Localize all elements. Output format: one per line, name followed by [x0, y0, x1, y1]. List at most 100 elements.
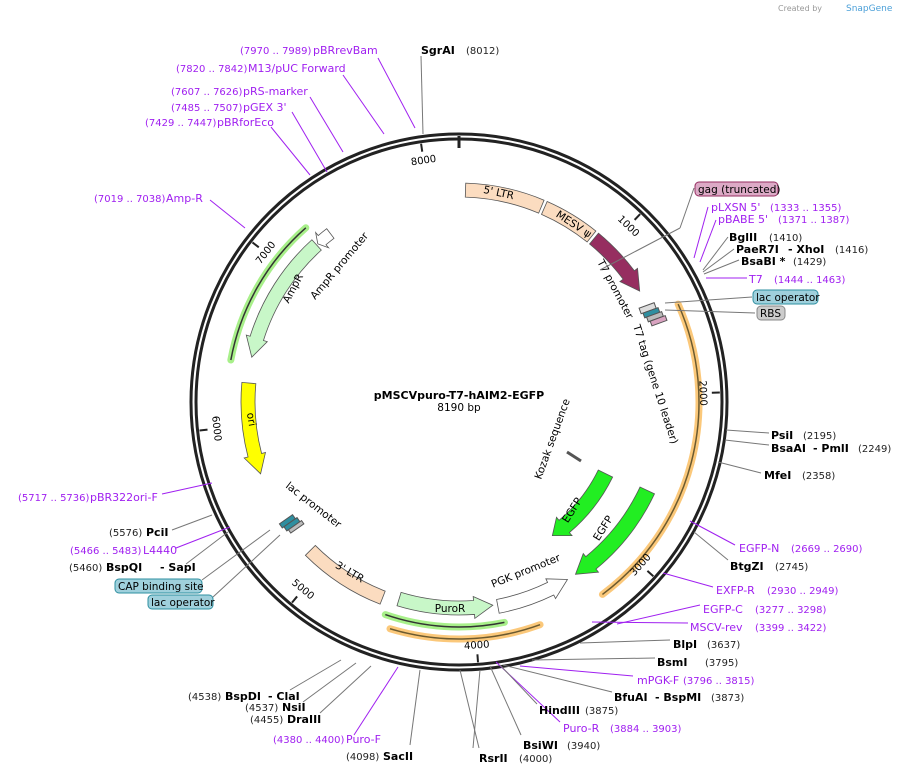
- gag-box[interactable]: [694, 181, 779, 197]
- primer-prs-marker[interactable]: pRS-marker: [243, 85, 308, 98]
- tick-label: 2000: [696, 380, 708, 406]
- site-bsabi[interactable]: BsaBI *: [741, 255, 786, 268]
- primer-puro-f[interactable]: Puro-F: [346, 733, 381, 746]
- site-sgrai[interactable]: SgrAI: [421, 44, 455, 57]
- label-kozak: Kozak sequence: [533, 397, 573, 481]
- site-pos: (4000): [519, 754, 552, 765]
- credit-text: Created by: [778, 4, 822, 13]
- primer-plxsn5[interactable]: pLXSN 5': [711, 201, 760, 214]
- lac-operator-box[interactable]: [752, 289, 819, 305]
- label-t7-tag: T7 tag (gene 10 leader): [630, 322, 680, 445]
- site-draiii[interactable]: DraIII: [287, 713, 321, 726]
- primer-amp-r[interactable]: Amp-R: [166, 192, 203, 205]
- feature-ampr-promoter[interactable]: [314, 228, 335, 249]
- tick-mark: [476, 654, 480, 663]
- plasmid-name: pMSCVpuro-T7-hAIM2-EGFP: [374, 389, 544, 402]
- feature-ampr[interactable]: [245, 239, 322, 358]
- t7-elements: [638, 302, 668, 327]
- primer-range: (1333 .. 1355): [770, 203, 842, 214]
- primer-pbr322ori-f[interactable]: pBR322ori-F: [90, 491, 158, 504]
- site-btgzi[interactable]: BtgZI: [730, 560, 764, 573]
- site-bglii[interactable]: BglII: [729, 231, 757, 244]
- site-pos: (3940): [567, 741, 600, 752]
- orf-arc: [601, 303, 700, 596]
- site-pcii[interactable]: PciI: [146, 526, 168, 539]
- orf-arc: [389, 624, 541, 640]
- primer-range: (7607 .. 7626): [171, 87, 243, 98]
- features-layer: [227, 182, 703, 643]
- feature-3-ltr[interactable]: [304, 544, 386, 605]
- lac-operator-left-label: lac operator: [151, 597, 215, 609]
- site-bsiwi[interactable]: BsiWI: [523, 739, 558, 752]
- site-paer7i[interactable]: PaeR7I: [736, 243, 779, 256]
- snapgene-logo: SnapGene: [846, 4, 893, 14]
- primer-m13-puc-forward[interactable]: M13/pUC Forward: [248, 62, 346, 75]
- site-pos: (1429): [793, 257, 826, 268]
- feature-mesv-[interactable]: [540, 200, 597, 243]
- orf-arc-glow: [598, 300, 703, 598]
- primer-pbabe5[interactable]: pBABE 5': [718, 213, 768, 226]
- leader-lines: [161, 55, 770, 749]
- site-bspdi[interactable]: BspDI: [225, 690, 261, 703]
- primer-range: (5466 .. 5483): [70, 546, 142, 557]
- site-bsaai[interactable]: BsaAI: [771, 442, 806, 455]
- cap-binding-site-label: CAP binding site: [118, 581, 204, 593]
- primer-range: (2669 .. 2690): [791, 544, 863, 555]
- feature-5-ltr[interactable]: [464, 182, 545, 214]
- tick-mark: [420, 143, 424, 152]
- site-pos: (3875): [585, 706, 618, 717]
- site-hindiii[interactable]: HindIII: [539, 704, 580, 717]
- site-rsrii[interactable]: RsrII: [479, 752, 508, 765]
- gag-label: gag (truncated): [698, 184, 781, 196]
- site-pos: (3637): [707, 640, 740, 651]
- cap-binding-site-box[interactable]: [114, 578, 203, 594]
- site-pos: (3795): [705, 658, 738, 669]
- lac-operator-left-box[interactable]: [147, 594, 214, 610]
- primer-exfp-r[interactable]: EXFP-R: [716, 584, 755, 597]
- feature-pgk-promoter[interactable]: [496, 578, 569, 614]
- site-mfei[interactable]: MfeI: [764, 469, 791, 482]
- primer-egfp-c[interactable]: EGFP-C: [703, 603, 743, 616]
- primer-pbrforeco[interactable]: pBRforEco: [217, 116, 274, 129]
- primer-range: (5717 .. 5736): [18, 493, 90, 504]
- site-clai[interactable]: - ClaI: [268, 690, 300, 703]
- tick-mark: [646, 570, 655, 577]
- primer-pbrrevbam[interactable]: pBRrevBam: [313, 44, 378, 57]
- primer-range: (4380 .. 4400): [273, 735, 345, 746]
- primer-mpgk-f[interactable]: mPGK-F: [637, 674, 679, 687]
- primer-egfp-n[interactable]: EGFP-N: [739, 542, 779, 555]
- site-sacii[interactable]: SacII: [383, 750, 413, 763]
- primer-t7[interactable]: T7: [748, 273, 763, 286]
- site-xhoi[interactable]: - XhoI: [788, 243, 824, 256]
- primer-pgex3[interactable]: pGEX 3': [243, 101, 287, 114]
- tick-label: 8000: [410, 154, 437, 169]
- site-sapi[interactable]: - SapI: [160, 561, 196, 574]
- feature-egfp[interactable]: [551, 469, 614, 537]
- feature-egfp[interactable]: [574, 486, 656, 575]
- primer-l4440[interactable]: L4440: [143, 544, 177, 557]
- kozak-mark: [566, 450, 582, 463]
- tick-mark: [251, 241, 260, 249]
- site-pos: (2745): [775, 562, 808, 573]
- site-bspqi[interactable]: BspQI: [106, 561, 142, 574]
- site-blpi[interactable]: BlpI: [673, 638, 697, 651]
- feature-puror[interactable]: [396, 591, 494, 620]
- site-bfuai[interactable]: BfuAI: [614, 691, 648, 704]
- rbs-box[interactable]: [756, 305, 786, 321]
- site-pmli[interactable]: - PmlI: [813, 442, 849, 455]
- tick-mark: [291, 595, 298, 604]
- site-bspmi[interactable]: - BspMI: [655, 691, 701, 704]
- orf-arc: [385, 613, 505, 628]
- site-pos: (1410): [769, 233, 802, 244]
- primer-range: (1444 .. 1463): [774, 275, 846, 286]
- backbone-outer: [189, 132, 729, 672]
- primer-mscv-rev[interactable]: MSCV-rev: [690, 621, 743, 634]
- tick-label: 6000: [209, 415, 223, 442]
- site-bsmi[interactable]: BsmI: [657, 656, 688, 669]
- site-psii[interactable]: PsiI: [771, 429, 793, 442]
- feature-ori[interactable]: [240, 381, 267, 475]
- primer-puro-r[interactable]: Puro-R: [563, 722, 600, 735]
- site-nsii[interactable]: NsiI: [282, 701, 306, 714]
- primer-range: (7820 .. 7842): [176, 64, 248, 75]
- primer-range: (3884 .. 3903): [610, 724, 682, 735]
